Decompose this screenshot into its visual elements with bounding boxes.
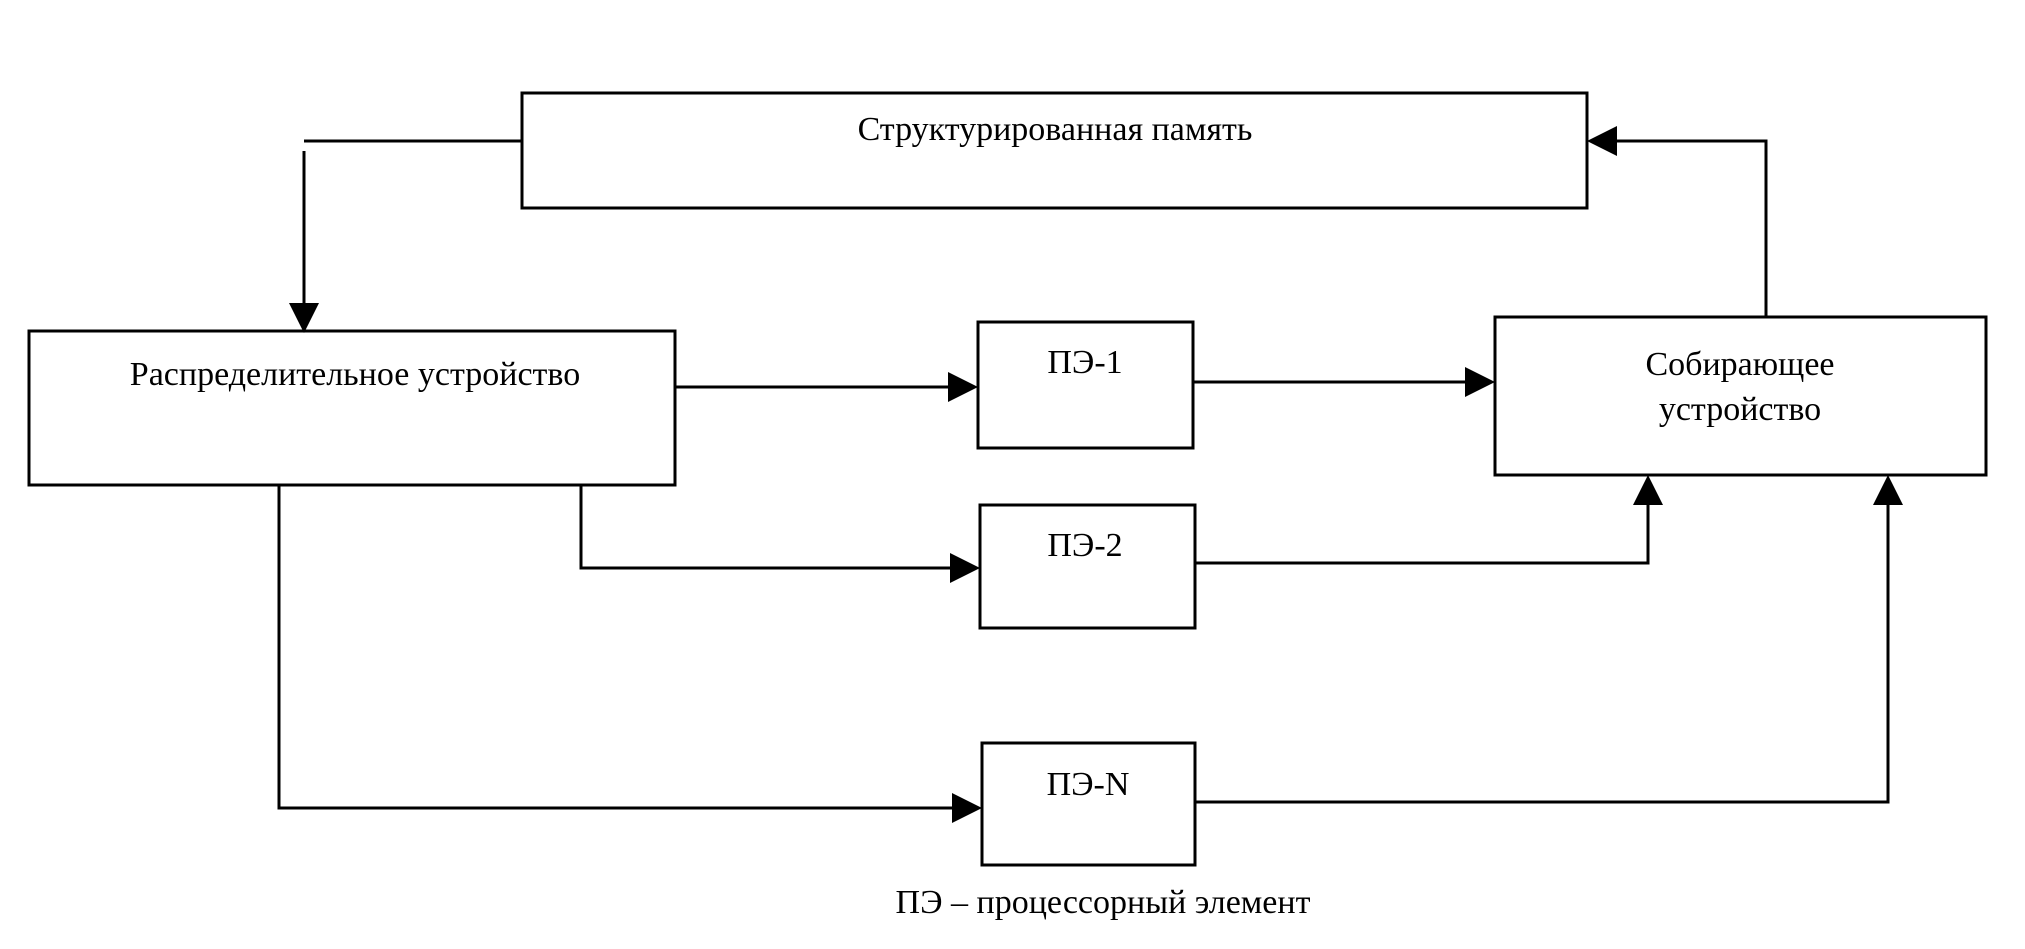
- arrow-collector-to-memory: [1587, 126, 1768, 317]
- collector-to-memory-line: [1617, 139, 1768, 317]
- legend-caption: ПЭ – процессорный элемент: [896, 884, 1311, 921]
- distributor-to-pe2-arrowhead: [950, 553, 980, 583]
- collector-box: [1493, 315, 1988, 477]
- pe2-box: [978, 503, 1197, 630]
- collector-label-line2: устройство: [1659, 391, 1821, 428]
- pe2-to-collector-arrowhead: [1633, 475, 1663, 505]
- arrow-pe2-to-collector: [1195, 475, 1663, 565]
- distributor-to-peN-arrowhead: [952, 793, 982, 823]
- peN-label: ПЭ-N: [1047, 766, 1130, 803]
- arrow-memory-to-distributor: [289, 139, 522, 333]
- distributor-label: Распределительное устройство: [130, 356, 580, 393]
- arrow-peN-to-collector: [1195, 475, 1903, 804]
- pe1-block: ПЭ-1: [976, 320, 1195, 450]
- memory-box: [520, 91, 1589, 210]
- distributor-to-pe1-arrowhead: [948, 372, 978, 402]
- arrow-distributor-to-pe2: [579, 485, 980, 583]
- arrow-pe1-to-collector: [1193, 367, 1495, 397]
- pe1-label: ПЭ-1: [1047, 344, 1122, 381]
- distributor-to-pe2-line: [579, 485, 950, 570]
- distributor-to-peN-line: [277, 485, 952, 810]
- pe1-box: [976, 320, 1195, 450]
- arrow-distributor-to-pe1: [675, 372, 978, 402]
- pe2-block: ПЭ-2: [978, 503, 1197, 630]
- peN-box: [980, 741, 1197, 867]
- pe2-label: ПЭ-2: [1047, 527, 1122, 564]
- collector-label-line1: Собирающее: [1645, 346, 1834, 383]
- peN-to-collector-line: [1195, 505, 1890, 804]
- collector-to-memory-arrowhead: [1587, 126, 1617, 156]
- memory-label: Структурированная память: [858, 111, 1253, 148]
- distributor-block: Распределительное устройство: [27, 329, 677, 487]
- peN-block: ПЭ-N: [980, 741, 1197, 867]
- peN-to-collector-arrowhead: [1873, 475, 1903, 505]
- pe1-to-collector-arrowhead: [1465, 367, 1495, 397]
- arrow-distributor-to-peN: [277, 485, 982, 823]
- memory-to-distributor-arrowhead: [289, 303, 319, 333]
- distributor-box: [27, 329, 677, 487]
- memory-block: Структурированная память: [520, 91, 1589, 210]
- collector-block: Собирающее устройство: [1493, 315, 1988, 477]
- pe2-to-collector-line: [1195, 505, 1650, 565]
